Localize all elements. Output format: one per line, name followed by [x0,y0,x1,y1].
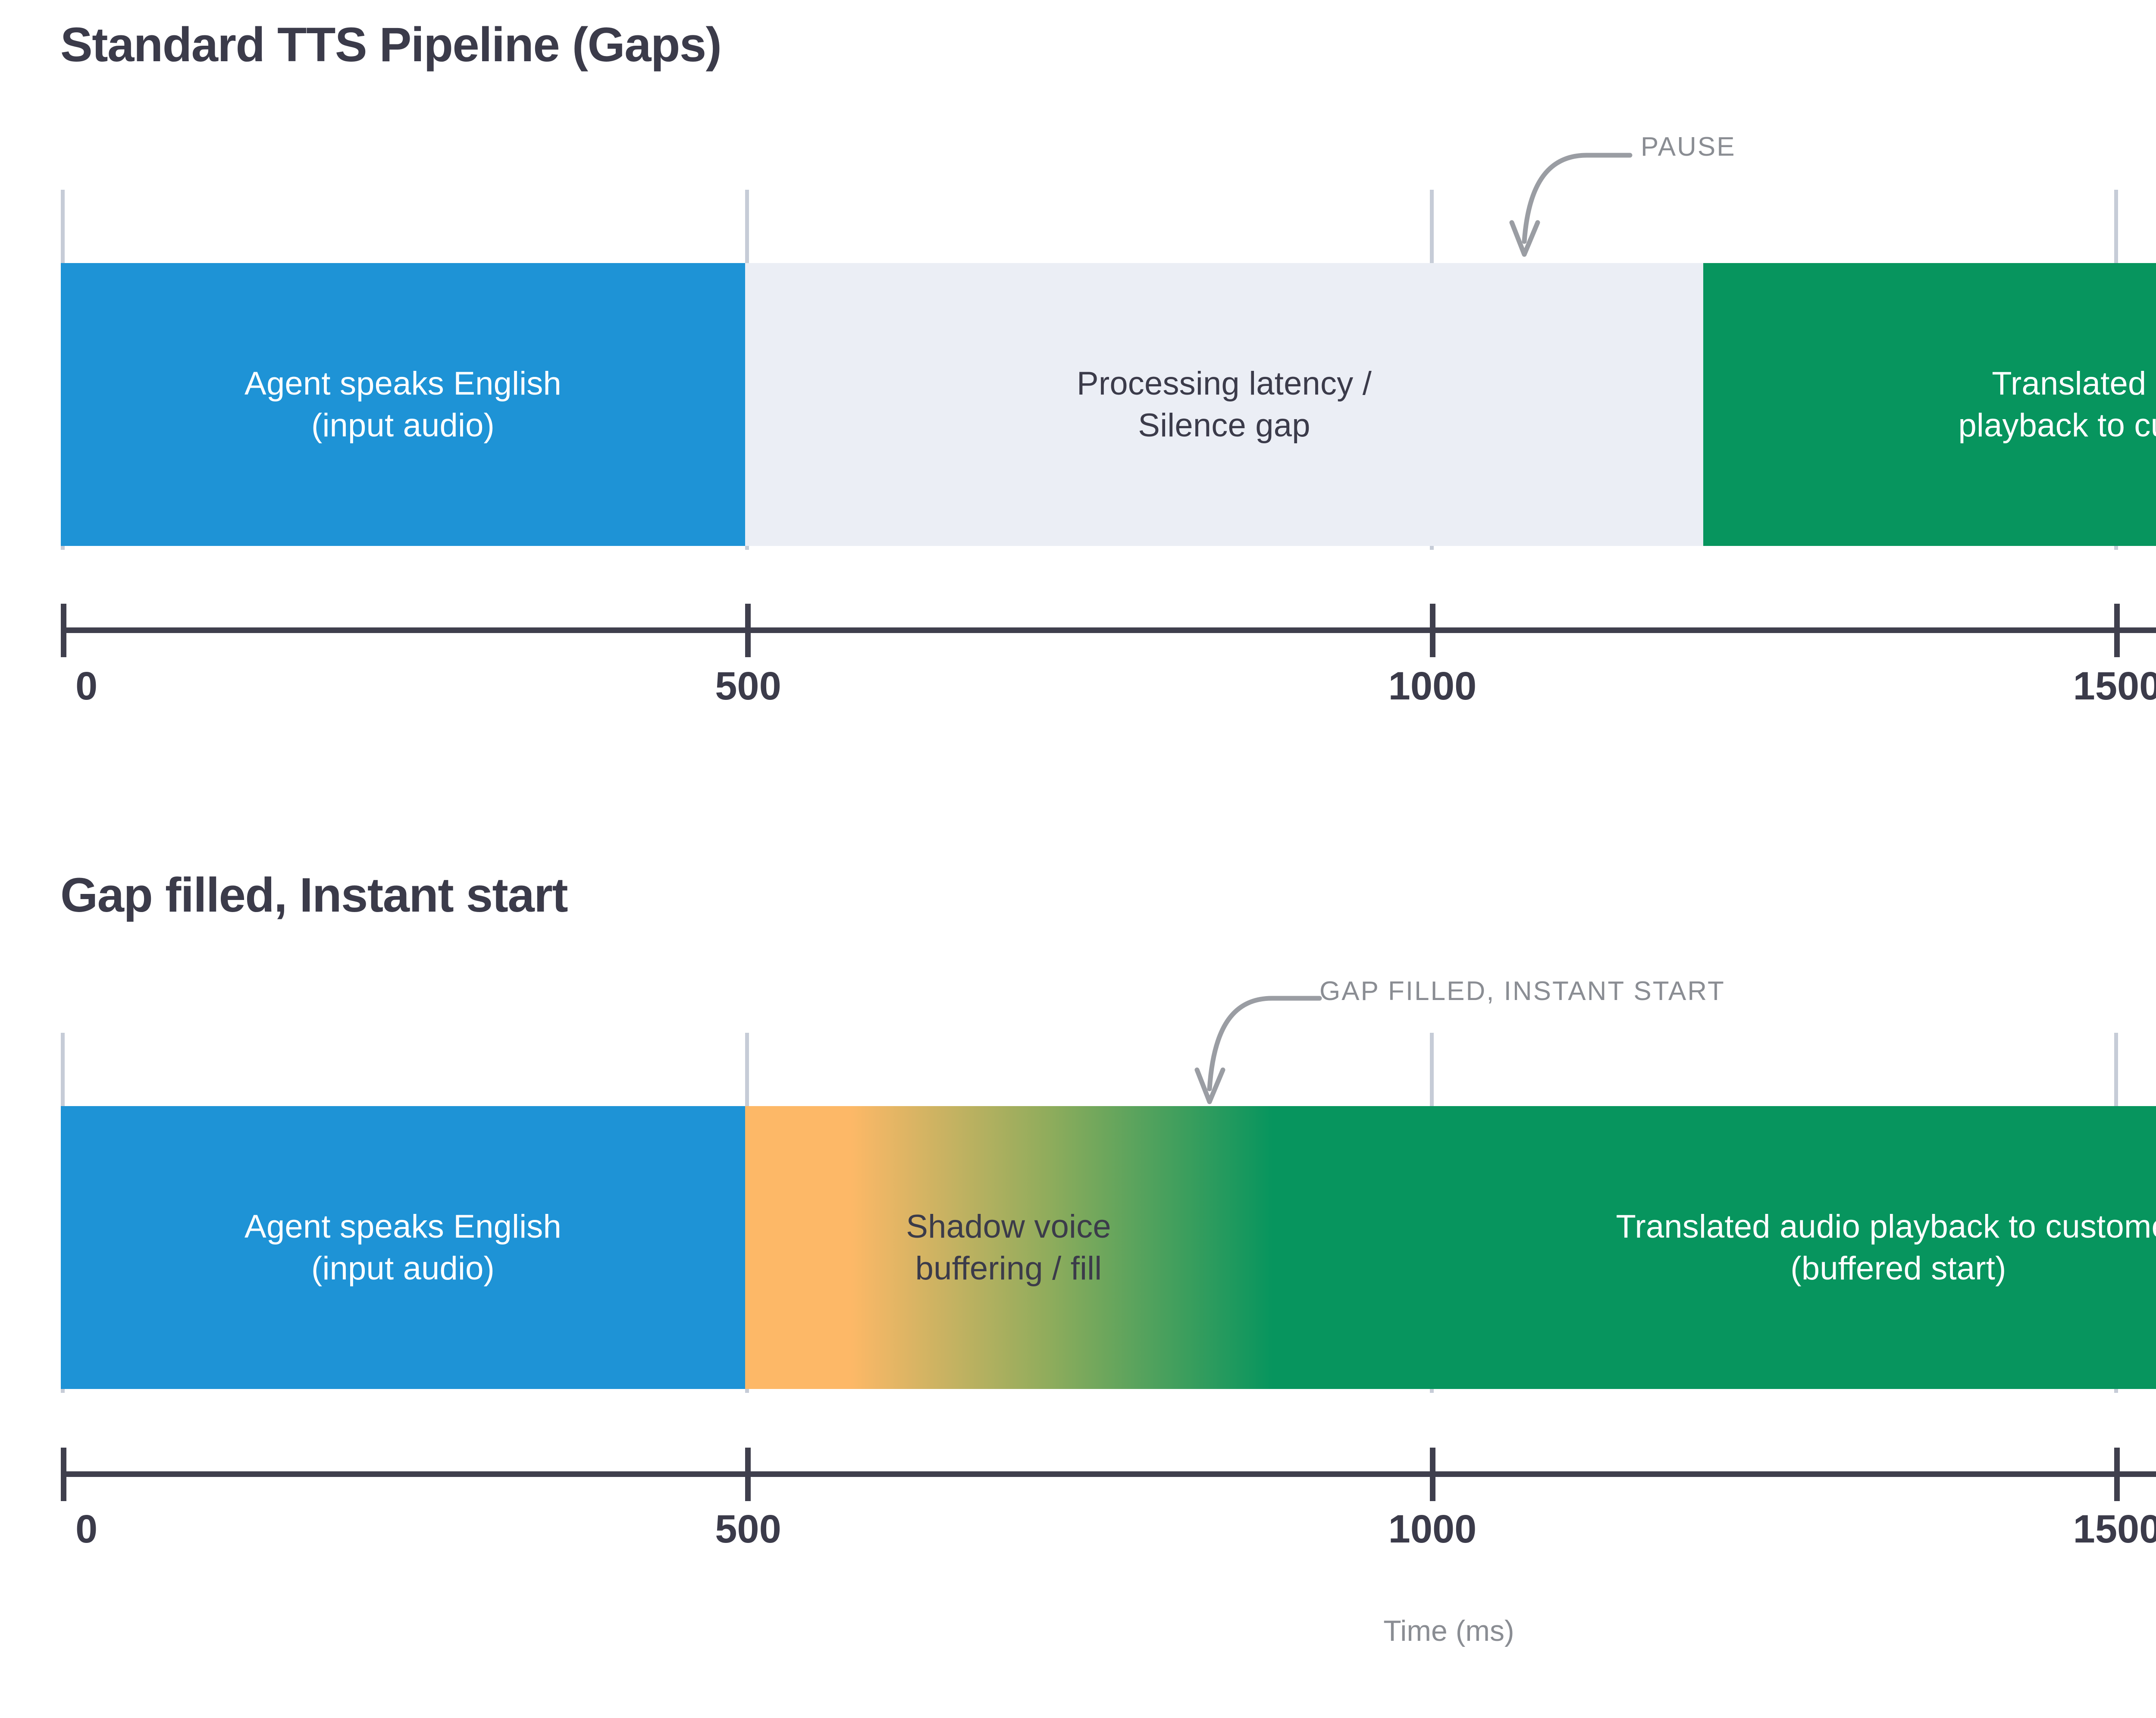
tick-label-1500-1: 1500 [2073,664,2156,708]
segment-shadow-voice-buffering[interactable]: Shadow voice buffering / fill [745,1106,1272,1389]
segment-translated-audio-playback-buffered[interactable]: Translated audio playback to customer (b… [1272,1106,2156,1389]
tick-label-1500-2: 1500 [2073,1507,2156,1551]
tick-label-1000-1: 1000 [1388,664,1477,708]
segment-label: Translated audio playback to customer (b… [1616,1208,2156,1287]
axis-tick-500-2 [745,1448,751,1501]
axis-line-2 [61,1471,2156,1477]
axis-tick-1500-2 [2114,1448,2120,1501]
axis-tick-1500-1 [2114,604,2120,657]
segment-agent-speaks-english-1[interactable]: Agent speaks English (input audio) [61,263,745,546]
segment-label: Processing latency / Silence gap [1076,365,1372,444]
tick-label-0-1: 0 [75,664,98,708]
annotation-pause-arrow-icon [1509,153,1633,257]
axis-tick-1000-2 [1430,1448,1435,1501]
segment-label: Agent speaks English (input audio) [244,365,561,444]
annotation-gap-filled-arrow-icon [1194,996,1322,1104]
segment-label: Translated audio playback to customer [1958,365,2156,444]
segment-label: Agent speaks English (input audio) [244,1208,561,1287]
axis-tick-0-1 [61,604,66,657]
segment-label: Shadow voice buffering / fill [906,1208,1111,1287]
tick-label-500-2: 500 [715,1507,781,1551]
axis-tick-1000-1 [1430,604,1435,657]
axis-tick-500-1 [745,604,751,657]
segment-processing-latency[interactable]: Processing latency / Silence gap [745,263,1703,546]
segment-translated-audio-playback[interactable]: Translated audio playback to customer [1703,263,2156,546]
segment-agent-speaks-english-2[interactable]: Agent speaks English (input audio) [61,1106,745,1389]
annotation-pause-label: PAUSE [1641,132,1736,162]
panel-2-title: Gap filled, Instant start [60,868,568,922]
tick-label-500-1: 500 [715,664,781,708]
tick-label-1000-2: 1000 [1388,1507,1477,1551]
axis-line-1 [61,627,2156,633]
tick-label-0-2: 0 [75,1507,98,1551]
panel-1-title: Standard TTS Pipeline (Gaps) [60,18,722,72]
axis-tick-0-2 [61,1448,66,1501]
x-axis-caption: Time (ms) [1383,1615,1514,1647]
annotation-gap-filled-label: GAP FILLED, INSTANT START [1319,976,1725,1006]
